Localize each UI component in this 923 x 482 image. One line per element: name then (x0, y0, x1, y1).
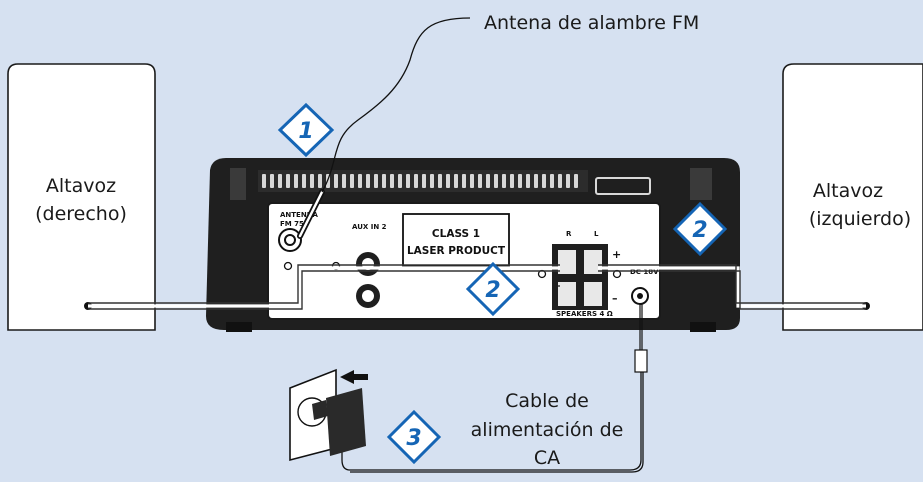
vent-slot (470, 174, 474, 188)
terminal-minus-label: – (612, 292, 618, 305)
vent-slot (342, 174, 346, 188)
vent-slot (366, 174, 370, 188)
vent-slot (294, 174, 298, 188)
step-speaker-unit-number: 2 (485, 278, 500, 303)
vent-slot (446, 174, 450, 188)
channel-r-label: R (566, 230, 572, 238)
vent-slot (422, 174, 426, 188)
vent-slots (262, 174, 578, 188)
dc-input-label: DC 18V (630, 268, 659, 276)
step-badge-antenna: 1 (277, 102, 335, 158)
vent-slot (318, 174, 322, 188)
terminal-plus-label: + (612, 248, 621, 261)
vent-slot (542, 174, 546, 188)
speaker-left-label-line2: (izquierdo) (809, 208, 911, 230)
fm-antenna-jack (278, 228, 302, 252)
vent-slot (382, 174, 386, 188)
step-badge-power: 3 (386, 409, 442, 465)
channel-l-label: L (594, 230, 599, 238)
vent-slot (398, 174, 402, 188)
vent-slot (502, 174, 506, 188)
power-adapter-assembly: Cable de alimentación de CA (289, 304, 648, 473)
vent-slot (286, 174, 290, 188)
vent-slot (350, 174, 354, 188)
laser-label (402, 213, 510, 267)
vent-slot (486, 174, 490, 188)
aux-in-label: AUX IN 2 (352, 223, 387, 231)
micro-system-unit: ANTENNA FM 75 AUX IN 2 CLASS 1 LASER PRO… (206, 158, 740, 332)
vent-slot (526, 174, 530, 188)
vent-slot (358, 174, 362, 188)
vent-slot (462, 174, 466, 188)
vent-slot (406, 174, 410, 188)
power-callout-line3: CA (534, 447, 560, 469)
vent-slot (302, 174, 306, 188)
speaker-right-label-line2: (derecho) (35, 203, 127, 225)
insert-arrow (340, 370, 368, 384)
antenna-callout: Antena de alambre FM (484, 12, 699, 34)
speaker-left-box: Altavoz (izquierdo) (782, 63, 923, 331)
power-callout-line1: Cable de (505, 390, 589, 412)
fm-antenna-wire: Antena de alambre FM (297, 12, 699, 239)
speaker-left-label-line1: Altavoz (813, 180, 883, 202)
vent-slot (430, 174, 434, 188)
step-speaker-right-number: 2 (692, 218, 707, 243)
vent-slot (310, 174, 314, 188)
laser-label-line1: CLASS 1 (432, 228, 480, 240)
speaker-wires (88, 264, 866, 310)
vent-slot (414, 174, 418, 188)
vent-slot (518, 174, 522, 188)
vent-slot (270, 174, 274, 188)
vent-slot (574, 174, 578, 188)
vent-slot (510, 174, 514, 188)
power-callout-line2: alimentación de (471, 419, 624, 441)
vent-slot (494, 174, 498, 188)
step-power-number: 3 (406, 426, 421, 451)
vent-slot (566, 174, 570, 188)
vent-slot (262, 174, 266, 188)
antenna-jack-label: ANTENNA (280, 211, 319, 219)
step-badge-speaker-unit: 2 (465, 261, 521, 317)
vent-slot (278, 174, 282, 188)
antenna-jack-label-2: FM 75 (280, 220, 304, 228)
vent-slot (478, 174, 482, 188)
vent-slot (454, 174, 458, 188)
vent-slot (374, 174, 378, 188)
vent-slot (550, 174, 554, 188)
speaker-right-box: Altavoz (derecho) (7, 63, 156, 331)
laser-label-line2: LASER PRODUCT (407, 245, 506, 257)
speakers-impedance-label: SPEAKERS 4 Ω (556, 310, 613, 318)
power-adapter (326, 388, 366, 456)
vent-slot (534, 174, 538, 188)
vent-slot (438, 174, 442, 188)
speaker-right-label-line1: Altavoz (46, 175, 116, 197)
vent-slot (390, 174, 394, 188)
vent-slot (558, 174, 562, 188)
vent-slot (334, 174, 338, 188)
step-antenna-number: 1 (298, 119, 313, 144)
step-badge-speaker-right: 2 (672, 201, 728, 257)
